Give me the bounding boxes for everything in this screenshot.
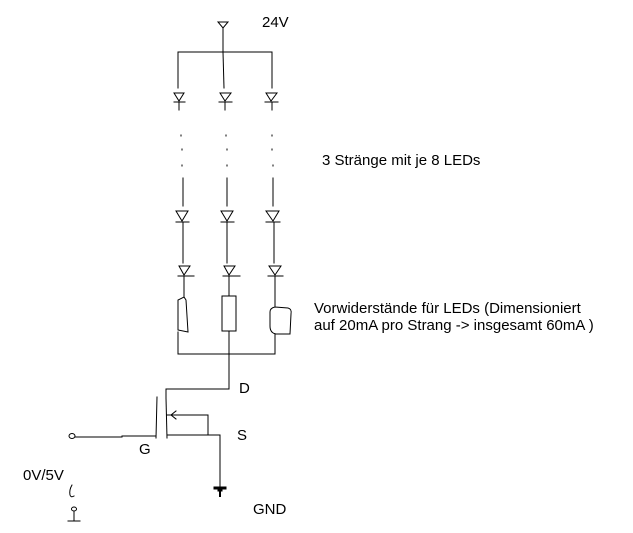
source-label: S	[237, 427, 248, 444]
source-ground-wire	[215, 435, 225, 496]
resistor-note: Vorwiderstände für LEDs (Dimensioniert a…	[314, 300, 594, 335]
input-voltage-label: 0V/5V	[23, 467, 64, 484]
led-1-7	[176, 211, 189, 222]
input-source	[68, 485, 80, 521]
resistor-note-line-1: Vorwiderstände für LEDs (Dimensioniert	[314, 300, 581, 317]
ground-label: GND	[253, 501, 287, 518]
supply-terminal	[218, 22, 228, 52]
drain-label: D	[239, 380, 250, 397]
led-string-3	[265, 52, 291, 354]
source-symbol	[70, 485, 74, 497]
led-2-7	[221, 211, 234, 222]
resistor-1	[178, 297, 188, 332]
mosfet-channel	[166, 398, 167, 438]
led-3-7	[266, 211, 280, 222]
led-2-1	[219, 93, 232, 102]
gate-input	[69, 434, 156, 439]
input-terminal	[69, 434, 75, 439]
led-1-8	[178, 266, 194, 276]
led-3-1	[265, 93, 278, 102]
resistor-3	[270, 307, 291, 334]
gate-label: G	[139, 441, 151, 458]
resistor-2	[222, 296, 236, 331]
source-node	[72, 507, 77, 511]
led-string-2	[219, 52, 240, 354]
led-string-1	[174, 52, 194, 354]
led-3-8	[268, 266, 283, 276]
led-1-1	[174, 93, 185, 102]
led-2-8	[223, 266, 240, 276]
mosfet-gate-plate	[156, 397, 157, 438]
supply-voltage-label: 24V	[262, 14, 289, 31]
bottom-bus	[166, 354, 275, 398]
mosfet	[156, 397, 220, 438]
mosfet-arrow	[171, 411, 176, 419]
led-strings-note: 3 Stränge mit je 8 LEDs	[322, 152, 481, 169]
resistor-note-line-2: auf 20mA pro Strang -> insgesamt 60mA )	[314, 317, 594, 335]
